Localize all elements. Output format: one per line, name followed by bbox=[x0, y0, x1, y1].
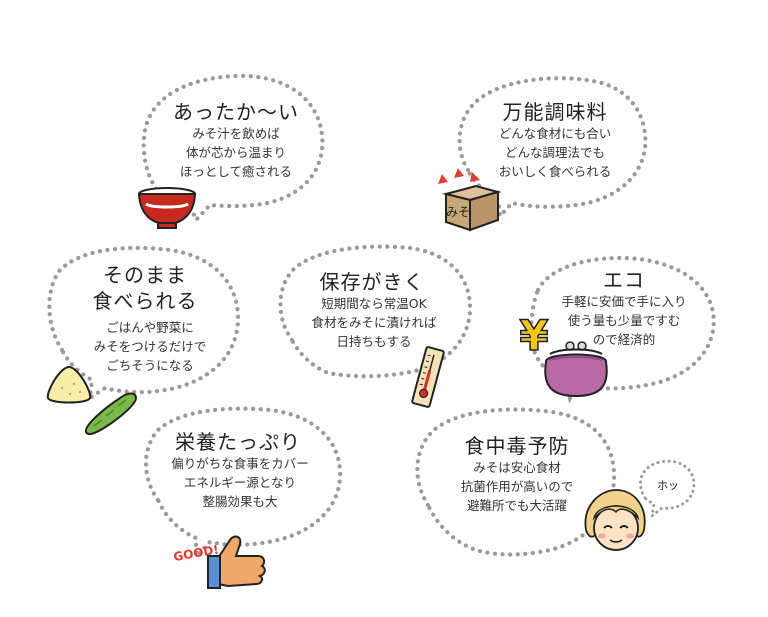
bubble-title-prevention: 食中毒予防 bbox=[464, 434, 570, 458]
bubble-line: 日持ちもする bbox=[336, 334, 412, 349]
bubble-outline-nutrition bbox=[143, 406, 343, 562]
bubble-line: おいしく食べられる bbox=[498, 164, 612, 179]
onigiri-icon bbox=[46, 365, 92, 404]
yen-sign: ¥ bbox=[519, 311, 548, 358]
thermometer-icon bbox=[411, 346, 445, 408]
bubble-title-line: そのまま bbox=[103, 263, 187, 287]
bubble-body-nutrition: 偏りがちな食事をカバー エネルギー源となり 整腸効果も大 bbox=[171, 454, 309, 511]
bubble-title-ready: そのまま 食べられる bbox=[93, 262, 198, 314]
bubble-line: 抗菌作用が高いので bbox=[460, 479, 574, 494]
bubble-title-versatile: 万能調味料 bbox=[502, 100, 608, 124]
miso-bowl-icon bbox=[137, 187, 197, 229]
relieved-girl-icon bbox=[584, 489, 646, 551]
bubble-line: 避難所でも大活躍 bbox=[466, 498, 568, 513]
bubble-line: ほっとして癒される bbox=[179, 164, 293, 179]
bubble-line: 整腸効果も大 bbox=[202, 494, 278, 509]
bubble-outline-eco bbox=[529, 255, 716, 404]
bubble-title-warm: あったか〜い bbox=[173, 100, 299, 124]
bubble-line: みそ汁を飲めば bbox=[192, 126, 280, 141]
bubble-outline-prevention bbox=[415, 407, 617, 557]
bubble-title-eco: エコ bbox=[603, 268, 645, 292]
bubble-line: みそをつけるだけで bbox=[93, 339, 207, 354]
bubble-outline-sigh bbox=[639, 459, 696, 520]
bubble-outline-ready bbox=[47, 245, 241, 403]
sigh-label: ホッ bbox=[657, 479, 679, 492]
bubble-line: 使う量も少量ですむ bbox=[567, 313, 681, 328]
bubble-outline-versatile bbox=[457, 76, 648, 221]
bubble-outline-warm bbox=[141, 73, 325, 224]
bubble-line: 食材をみそに漬ければ bbox=[311, 315, 437, 330]
bubble-line: 手軽に安価で手に入り bbox=[561, 294, 687, 309]
bubble-line: どんな調理法でも bbox=[504, 145, 606, 160]
box-label: みそ bbox=[446, 205, 470, 219]
yen-icon: ¥ bbox=[519, 310, 550, 358]
bubble-body-warm: みそ汁を飲めば 体が芯から温まり ほっとして癒される bbox=[180, 124, 292, 181]
bubble-body-eco: 手軽に安価で手に入り 使う量も少量ですむ ので経済的 bbox=[561, 292, 686, 349]
bubble-title-line: 食べられる bbox=[92, 289, 198, 313]
miso-box-icon: みそ bbox=[438, 168, 502, 232]
bubble-outline-keeps bbox=[278, 244, 473, 379]
bubble-line: どんな食材にも合い bbox=[498, 126, 612, 141]
cucumber-icon bbox=[84, 392, 138, 436]
bubble-line: ので経済的 bbox=[592, 332, 656, 347]
bubble-line: 体が芯から温まり bbox=[185, 145, 287, 160]
bubble-body-prevention: みそは安心食材 抗菌作用が高いので 避難所でも大活躍 bbox=[461, 458, 574, 515]
bubble-body-ready: ごはんや野菜に みそをつけるだけで ごちそうになる bbox=[94, 318, 207, 375]
thumbs-up-icon: GOOD! bbox=[172, 535, 266, 589]
bubble-line: ごはんや野菜に bbox=[106, 320, 194, 335]
bubble-body-versatile: どんな食材にも合い どんな調理法でも おいしく食べられる bbox=[499, 124, 612, 181]
bubble-body-keeps: 短期間なら常温OK 食材をみそに漬ければ 日持ちもする bbox=[311, 294, 436, 351]
coin-purse-icon bbox=[544, 341, 608, 398]
bubble-line: エネルギー源となり bbox=[183, 475, 297, 490]
bubble-line: 短期間なら常温OK bbox=[321, 296, 427, 311]
bubble-title-keeps: 保存がきく bbox=[319, 270, 425, 294]
bubble-line: ごちそうになる bbox=[106, 358, 194, 373]
bubble-title-nutrition: 栄養たっぷり bbox=[175, 430, 301, 454]
bubble-line: 偏りがちな食事をカバー bbox=[171, 456, 309, 471]
bubble-line: みそは安心食材 bbox=[473, 460, 561, 475]
